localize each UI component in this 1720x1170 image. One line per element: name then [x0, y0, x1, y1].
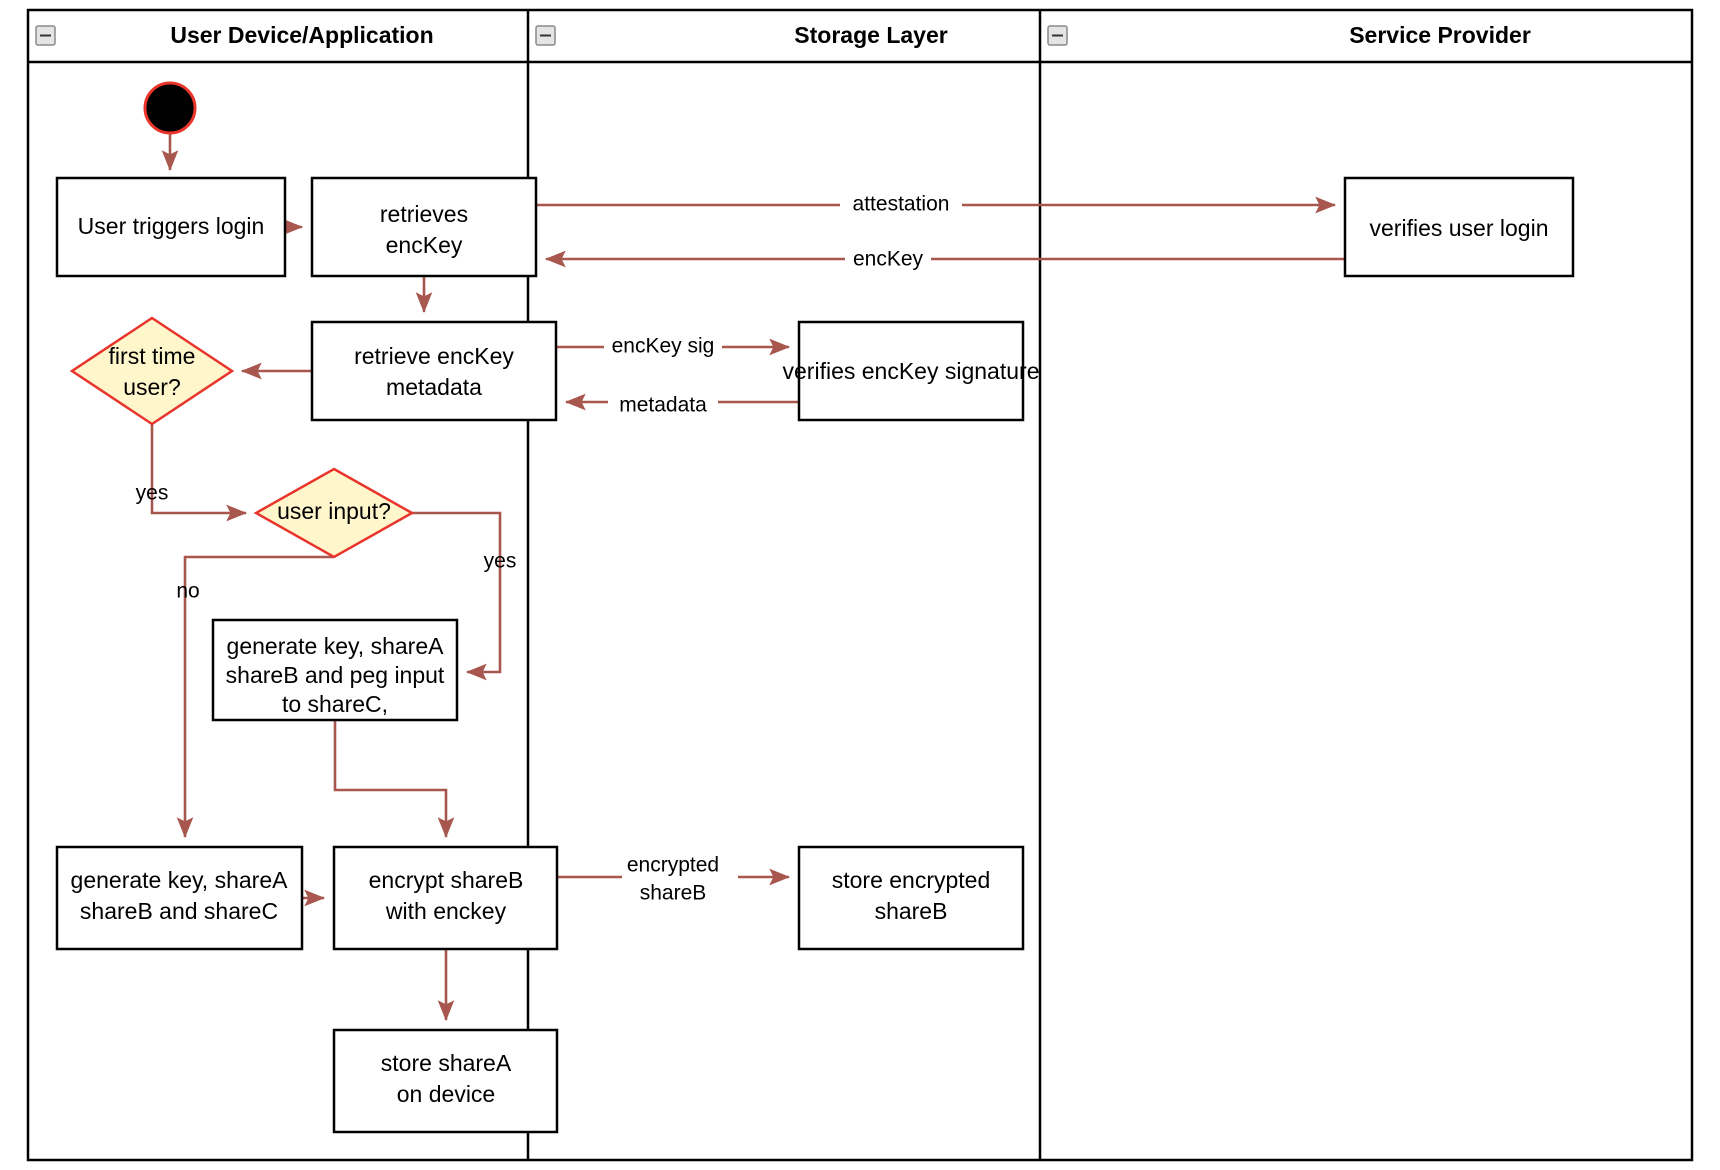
- edge-label-encrypted-shareb-line2: shareB: [640, 882, 707, 905]
- node-verifies-user-login[interactable]: verifies user login: [1343, 176, 1575, 278]
- node-retrieve-enckey-metadata[interactable]: retrieve encKey metadata: [310, 320, 558, 422]
- start-node[interactable]: [143, 81, 197, 135]
- node-encrypt-shareb[interactable]: encrypt shareB with enckey: [332, 845, 559, 951]
- edge-label-metadata: metadata: [619, 394, 707, 417]
- collapse-minus-icon[interactable]: [1047, 25, 1068, 46]
- node-first-time-user[interactable]: first time user?: [69, 316, 235, 426]
- edge-label-bg-attestation: [840, 192, 962, 218]
- node-label-retrieves-enckey-line1: retrieves: [380, 201, 468, 227]
- lane-title-user-device: User Device/Application: [170, 22, 433, 48]
- edge-label-bg-enckey: [845, 246, 931, 272]
- edge-user-input-yes: [412, 511, 502, 681]
- node-label-generate-peg-input-line3: to shareC,: [282, 691, 388, 717]
- collapse-minus-icon[interactable]: [535, 25, 556, 46]
- edge-label-user-input-no: no: [176, 580, 199, 603]
- edge-label-bg-encrypted-shareb: [622, 854, 738, 906]
- node-user-triggers-login[interactable]: User triggers login: [55, 176, 287, 278]
- edge-label-user-input-yes: yes: [484, 550, 517, 573]
- edge-user-input-no: [176, 555, 334, 839]
- edge-label-bg-enckey-sig: [604, 334, 722, 360]
- decision-shape-user-input[interactable]: [253, 467, 415, 559]
- edge-label-first-time-user-yes: yes: [136, 482, 169, 505]
- lane-title-service-provider: Service Provider: [1349, 22, 1531, 48]
- edge-labels-group: attestation encKey encKey sig metadata y…: [136, 192, 962, 906]
- edge-label-encrypted-shareb-line1: encrypted: [627, 854, 719, 877]
- node-label-generate-key-sharec-line2: shareB and shareC: [80, 898, 278, 924]
- edge-label-enckey: encKey: [853, 248, 924, 271]
- lane-header-storage[interactable]: Storage Layer: [535, 22, 948, 48]
- node-label-retrieve-enckey-metadata-line1: retrieve encKey: [354, 343, 514, 369]
- node-label-user-input: user input?: [277, 498, 391, 524]
- edge-first-time-user-yes: [150, 424, 248, 522]
- node-store-encrypted-shareb[interactable]: store encrypted shareB: [797, 845, 1025, 951]
- node-verifies-enckey-signature[interactable]: verifies encKey signature: [783, 320, 1040, 422]
- node-label-user-triggers-login: User triggers login: [78, 213, 265, 239]
- node-user-input[interactable]: user input?: [253, 467, 415, 559]
- node-label-encrypt-shareb-line2: with enckey: [385, 898, 507, 924]
- node-label-generate-key-sharec-line1: generate key, shareA: [71, 867, 289, 893]
- node-label-first-time-user-line2: user?: [123, 374, 181, 400]
- node-label-retrieve-enckey-metadata-line2: metadata: [386, 374, 482, 400]
- lane-title-storage: Storage Layer: [794, 22, 947, 48]
- start-circle-icon[interactable]: [143, 81, 197, 135]
- lane-header-user-device[interactable]: User Device/Application: [35, 22, 434, 48]
- node-generate-peg-input[interactable]: generate key, shareA shareB and peg inpu…: [211, 618, 459, 722]
- node-retrieves-enckey[interactable]: retrieves encKey: [310, 176, 538, 278]
- decision-shape-first-time-user[interactable]: [69, 316, 235, 426]
- edge-label-attestation: attestation: [853, 193, 950, 216]
- node-label-generate-peg-input-line2: shareB and peg input: [226, 662, 445, 688]
- node-label-generate-peg-input-line1: generate key, shareA: [227, 633, 445, 659]
- edge-peg-input-to-encrypt: [333, 720, 455, 839]
- node-store-sharea-on-device[interactable]: store shareA on device: [332, 1028, 559, 1134]
- node-label-store-sharea-line2: on device: [397, 1081, 495, 1107]
- node-generate-key-sharec[interactable]: generate key, shareA shareB and shareC: [55, 845, 304, 951]
- node-label-first-time-user-line1: first time: [109, 343, 196, 369]
- collapse-minus-icon[interactable]: [35, 25, 56, 46]
- node-label-encrypt-shareb-line1: encrypt shareB: [369, 867, 524, 893]
- node-label-verifies-enckey-signature: verifies encKey signature: [783, 358, 1040, 384]
- node-label-store-encrypted-shareb-line2: shareB: [875, 898, 948, 924]
- node-label-retrieves-enckey-line2: encKey: [386, 232, 463, 258]
- node-label-verifies-user-login: verifies user login: [1370, 215, 1549, 241]
- node-label-store-encrypted-shareb-line1: store encrypted: [832, 867, 991, 893]
- diagram-outer-border: [26, 8, 1694, 1162]
- edge-label-bg-metadata: [608, 393, 718, 419]
- node-label-store-sharea-line1: store shareA: [381, 1050, 512, 1076]
- lane-header-service-provider[interactable]: Service Provider: [1047, 22, 1531, 48]
- edge-label-enckey-sig: encKey sig: [612, 335, 715, 358]
